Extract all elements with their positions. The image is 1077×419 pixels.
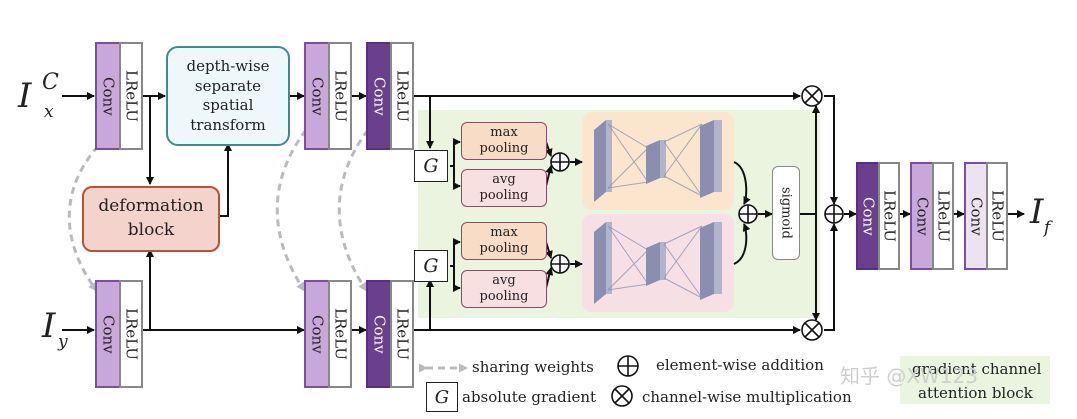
conv-bottom-2: Conv <box>304 280 330 388</box>
legend-sharing-weights: sharing weights <box>472 358 594 376</box>
mlp-bottom-network <box>594 222 722 304</box>
spatial-transform-block: depth-wise separate spatial transform <box>166 46 290 146</box>
legend-attention-block: attention block <box>918 384 1033 402</box>
lrelu-bottom-1: LReLU <box>119 280 143 388</box>
multiply-top <box>801 85 823 107</box>
lrelu-bottom-2: LReLU <box>328 280 352 388</box>
max-pooling-bottom: max pooling <box>461 222 547 260</box>
conv-final-3: Conv <box>964 162 988 270</box>
legend-channel-wise-multiplication: channel-wise multiplication <box>642 388 852 406</box>
legend-attention-swatch <box>900 356 1050 404</box>
lrelu-top-1: LReLU <box>119 42 143 150</box>
deformation-block: deformation block <box>82 186 220 252</box>
output-if-label: I f <box>1030 192 1051 238</box>
input-iy-label: I y <box>42 306 68 352</box>
pool-plus-bottom <box>550 254 570 274</box>
share-arc-1 <box>67 137 106 292</box>
avg-pooling-bottom: avg pooling <box>461 270 547 308</box>
lrelu-top-3: LReLU <box>390 42 414 150</box>
gradient-g-bottom: G <box>414 250 448 282</box>
lrelu-top-2: LReLU <box>328 42 352 150</box>
legend-element-wise-addition: element-wise addition <box>656 356 824 374</box>
avg-pooling-top: avg pooling <box>461 169 547 207</box>
share-arc-2 <box>275 121 314 292</box>
share-arc-3 <box>337 121 376 292</box>
legend-times <box>611 385 633 407</box>
conv-top-3: Conv <box>366 42 392 150</box>
mlp-top-network <box>594 120 722 202</box>
lrelu-bottom-3: LReLU <box>390 280 414 388</box>
legend-absolute-gradient: absolute gradient <box>462 388 597 406</box>
fuse-plus <box>824 204 844 224</box>
lrelu-final-2: LReLU <box>932 162 954 270</box>
pool-plus-top <box>550 152 570 172</box>
legend-g-box: G <box>426 382 458 412</box>
combine-plus <box>738 204 758 224</box>
conv-bottom-1: Conv <box>95 280 121 388</box>
conv-top-2: Conv <box>304 42 330 150</box>
lrelu-final-3: LReLU <box>986 162 1008 270</box>
max-pooling-top: max pooling <box>461 122 547 160</box>
gradient-g-top: G <box>414 150 448 182</box>
legend-gradient-channel: gradient channel <box>912 360 1042 378</box>
multiply-bottom <box>801 319 823 341</box>
lrelu-final-1: LReLU <box>878 162 900 270</box>
conv-top-1: Conv <box>95 42 121 150</box>
watermark: 知乎 @XW123 <box>840 364 979 388</box>
legend-plus <box>617 355 639 377</box>
conv-final-1: Conv <box>856 162 880 270</box>
conv-bottom-3: Conv <box>366 280 392 388</box>
sigmoid-block: sigmoid <box>772 166 800 260</box>
input-ix-label: I C x <box>18 70 59 122</box>
conv-final-2: Conv <box>910 162 934 270</box>
